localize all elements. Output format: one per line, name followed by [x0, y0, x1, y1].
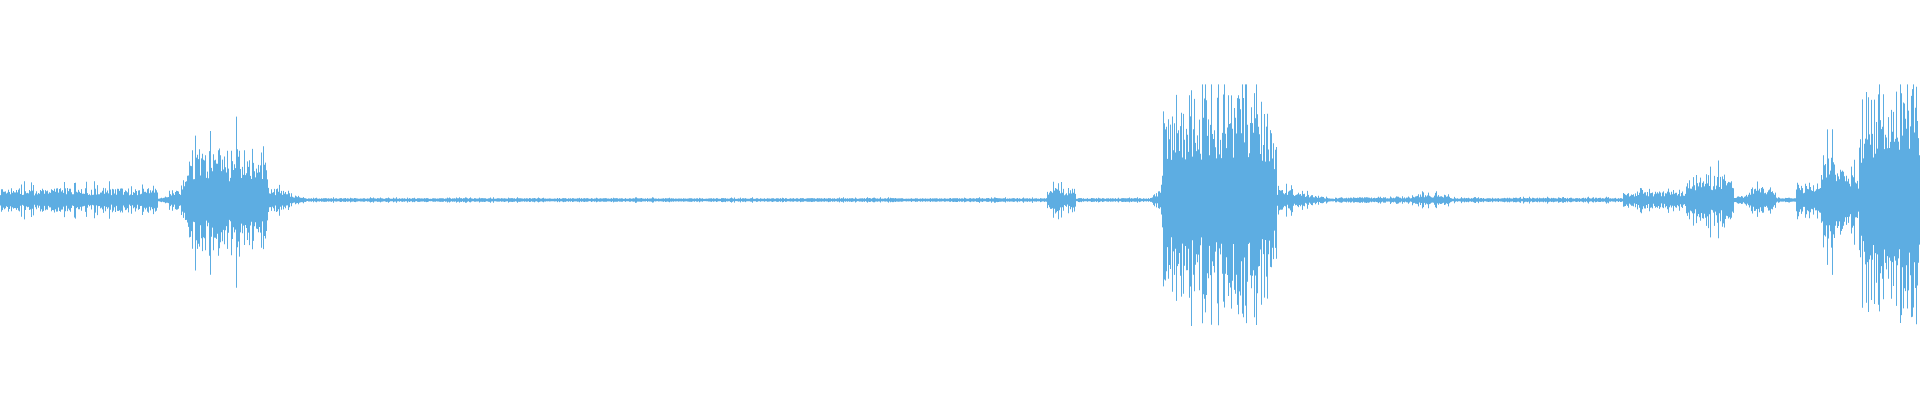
- waveform-trace: [0, 84, 1920, 326]
